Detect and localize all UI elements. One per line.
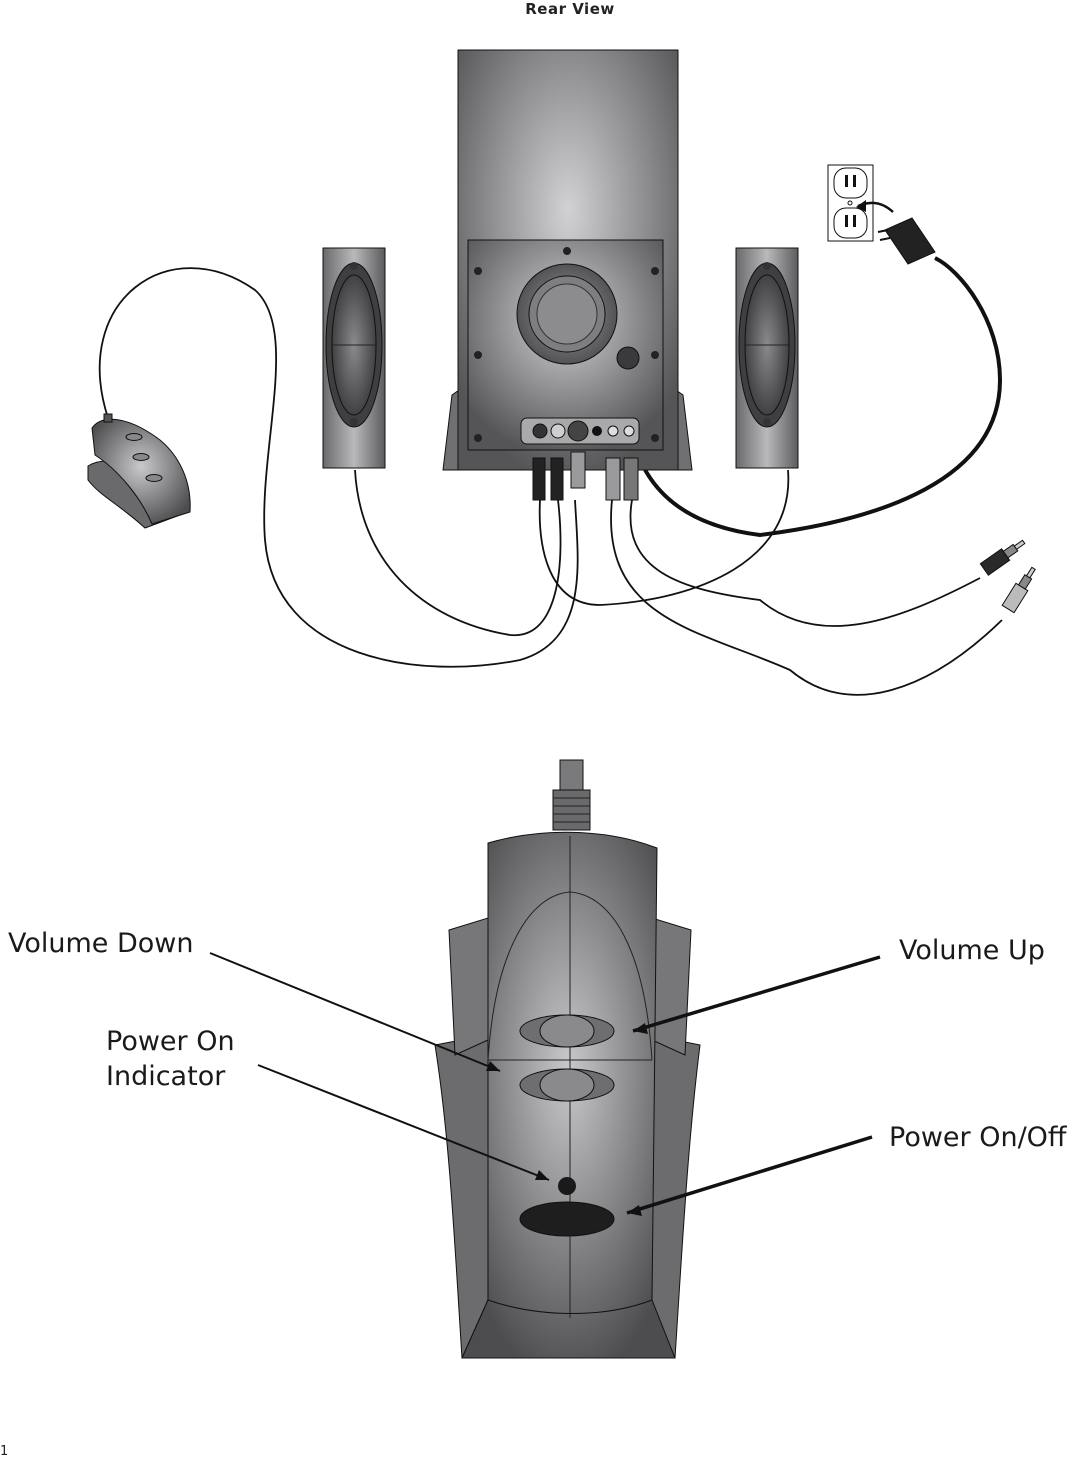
- callout-power-on-indicator: Power On Indicator: [106, 1024, 235, 1094]
- audio-input-cable-2: [610, 499, 1003, 696]
- page-title: Rear View: [525, 0, 615, 18]
- power-plug: [877, 217, 936, 265]
- remote-control-large: [434, 759, 701, 1359]
- remote-control-small: [87, 413, 191, 529]
- satellite-speaker-left: [322, 247, 386, 469]
- callout-volume-up: Volume Up: [899, 935, 1045, 966]
- callout-power-on-indicator-line-1: Power On: [106, 1026, 235, 1057]
- remote-cable: [98, 267, 579, 668]
- volume-down-button: [519, 1068, 615, 1102]
- power-on-off-leader: [626, 1135, 873, 1215]
- power-indicator-leader: [257, 1064, 550, 1181]
- volume-down-leader: [209, 952, 501, 1072]
- satellite-speaker-right: [735, 247, 799, 469]
- volume-up-button: [519, 1014, 615, 1048]
- callout-volume-down: Volume Down: [8, 928, 194, 959]
- left-speaker-cable: [354, 469, 562, 636]
- wall-outlet: [827, 164, 894, 242]
- leader-arrowheads: [486, 1023, 648, 1216]
- volume-up-leader: [632, 955, 881, 1033]
- power-indicator-led: [558, 1177, 576, 1195]
- power-on-off-button: [519, 1201, 615, 1237]
- callout-power-on-indicator-line-2: Indicator: [106, 1061, 226, 1092]
- page-number: 1: [0, 1444, 9, 1459]
- cable-group: [98, 267, 1003, 696]
- callout-power-on-off: Power On/Off: [889, 1122, 1067, 1153]
- audio-input-cable-1: [629, 499, 981, 627]
- leader-lines: [209, 952, 881, 1215]
- subwoofer: [442, 49, 693, 501]
- mini-plug-1: [979, 539, 1026, 576]
- mini-plug-2: [1001, 566, 1036, 614]
